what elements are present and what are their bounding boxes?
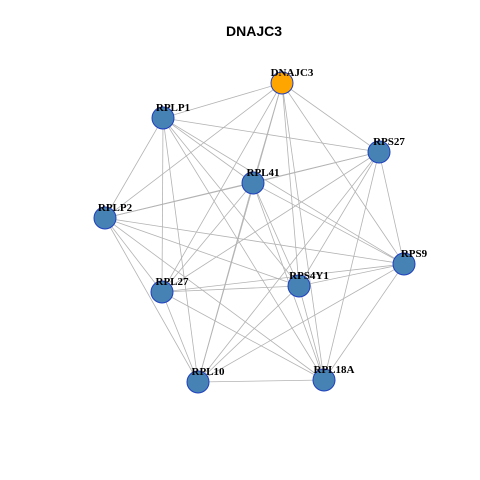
node-label: RPL27 — [156, 276, 190, 288]
node-label: RPLP1 — [156, 102, 190, 114]
edge-rps4y1-rpl27 — [161, 285, 300, 293]
edge-rpl41-rpl10 — [197, 182, 254, 383]
node-label: RPLP2 — [98, 202, 133, 214]
node-circle[interactable] — [287, 274, 311, 298]
edge-rplp1-rpl18a — [162, 117, 325, 381]
edge-rpl41-rps4y1 — [252, 182, 300, 287]
edge-rplp2-rps4y1 — [104, 217, 300, 287]
edge-rplp2-rps9 — [104, 217, 405, 265]
edge-dnajc3-rplp1 — [162, 82, 283, 119]
node-label: RPL18A — [314, 364, 355, 376]
edge-dnajc3-rplp2 — [104, 82, 283, 219]
node-circle[interactable] — [186, 370, 210, 394]
edge-dnajc3-rpl18a — [281, 82, 325, 381]
edge-layer — [104, 82, 405, 383]
edge-rps9-rpl27 — [161, 263, 405, 293]
edge-rplp1-rpl41 — [162, 117, 254, 184]
node-label: RPS27 — [373, 136, 405, 148]
diagram-title: DNAJC3 — [226, 23, 282, 39]
edge-rplp2-rpl10 — [104, 217, 199, 383]
edge-rpl27-rpl10 — [161, 291, 199, 383]
node-circle[interactable] — [270, 71, 294, 95]
node-rps27[interactable]: RPS27 — [367, 136, 405, 164]
node-rplp1[interactable]: RPLP1 — [151, 102, 190, 130]
node-circle[interactable] — [151, 106, 175, 130]
node-rpl27[interactable]: RPL27 — [150, 276, 190, 304]
node-dnajc3[interactable]: DNAJC3 — [270, 67, 314, 95]
node-circle[interactable] — [367, 140, 391, 164]
node-rplp2[interactable]: RPLP2 — [93, 202, 133, 230]
edge-rps9-rpl10 — [197, 263, 405, 383]
edge-rps27-rps4y1 — [298, 151, 380, 287]
node-label: RPS9 — [401, 248, 428, 260]
edge-rplp1-rplp2 — [104, 117, 164, 219]
node-label: DNAJC3 — [271, 67, 314, 79]
edge-dnajc3-rps4y1 — [281, 82, 300, 287]
edge-rplp2-rpl18a — [104, 217, 325, 381]
edge-rplp1-rpl27 — [161, 117, 164, 293]
node-rpl18a[interactable]: RPL18A — [312, 364, 355, 392]
node-label: RPS4Y1 — [289, 270, 329, 282]
edge-rpl41-rps9 — [252, 182, 405, 265]
edge-rpl27-rpl18a — [161, 291, 325, 381]
edge-rps27-rps9 — [378, 151, 405, 265]
edge-rpl10-rpl18a — [197, 379, 325, 383]
node-circle[interactable] — [150, 280, 174, 304]
edge-rplp1-rps9 — [162, 117, 405, 265]
node-label: RPL41 — [247, 167, 280, 179]
node-circle[interactable] — [312, 368, 336, 392]
node-layer: DNAJC3RPLP1RPS27RPL41RPLP2RPS9RPS4Y1RPL2… — [93, 67, 428, 394]
node-circle[interactable] — [392, 252, 416, 276]
edge-dnajc3-rps27 — [281, 82, 380, 153]
node-rps9[interactable]: RPS9 — [392, 248, 428, 276]
edge-rpl41-rplp2 — [104, 182, 254, 219]
node-rpl10[interactable]: RPL10 — [186, 366, 226, 394]
node-rpl41[interactable]: RPL41 — [241, 167, 280, 195]
edge-rps27-rpl10 — [197, 151, 380, 383]
edge-rps27-rpl18a — [323, 151, 380, 381]
edge-rplp1-rps27 — [162, 117, 380, 153]
edge-rps4y1-rpl18a — [298, 285, 325, 381]
node-circle[interactable] — [241, 171, 265, 195]
edge-rplp1-rps4y1 — [162, 117, 300, 287]
node-label: RPL10 — [192, 366, 226, 378]
edge-rplp2-rpl27 — [104, 217, 163, 293]
edge-rps9-rpl18a — [323, 263, 405, 381]
edge-rps4y1-rpl10 — [197, 285, 300, 383]
node-rps4y1[interactable]: RPS4Y1 — [287, 270, 329, 298]
edge-rps9-rps4y1 — [298, 263, 405, 287]
edge-dnajc3-rps9 — [281, 82, 405, 265]
node-circle[interactable] — [93, 206, 117, 230]
edge-rplp1-rpl10 — [162, 117, 199, 383]
edge-rpl41-rpl27 — [161, 182, 254, 293]
edge-dnajc3-rpl27 — [161, 82, 283, 293]
